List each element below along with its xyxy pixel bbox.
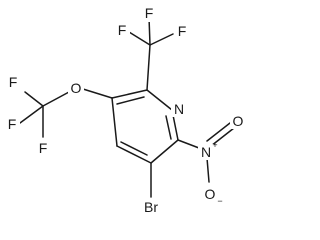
bond-nitro-n-o-bottom — [206, 157, 210, 183]
atom-f1: F — [145, 5, 154, 21]
bond-c4-n — [146, 89, 173, 111]
bond-c6-c1-inner — [120, 141, 148, 156]
bond-c3-c4 — [111, 89, 148, 99]
bond-cf3-f-left — [128, 31, 151, 46]
molecule-drawing: F F F F F F O N N + O O − Br — [7, 5, 244, 215]
atom-oxygen-nitro-bottom: O — [205, 186, 216, 202]
bond-nitro-n-o-top-double — [206, 122, 231, 142]
bond-ocf3-f-top — [24, 91, 44, 107]
bond-cf3-f-right — [149, 33, 174, 46]
atom-nitrogen-ring: N — [174, 101, 184, 117]
atom-f2: F — [118, 22, 127, 38]
atom-oxygen-nitro-top: O — [233, 113, 244, 129]
bond-c3-c4-inner — [116, 96, 145, 105]
charge-nitro-o: − — [217, 196, 222, 206]
bond-c3-o — [82, 88, 113, 99]
atom-oxygen-ether: O — [71, 80, 82, 96]
atom-f5: F — [8, 116, 17, 132]
bond-c5-c6 — [150, 139, 179, 164]
atom-f3: F — [178, 23, 187, 39]
bond-ocf3-f-left — [19, 105, 44, 124]
bond-o-cf3 — [42, 91, 70, 107]
charge-nitro-n: + — [212, 140, 217, 150]
atom-f6: F — [39, 140, 48, 156]
bond-c4-cf3 — [146, 44, 151, 91]
bond-nitro-n-o-top — [210, 127, 235, 147]
bond-c1-c3 — [111, 97, 118, 147]
bond-c5-nitro-n — [177, 139, 200, 149]
atom-f4: F — [9, 74, 18, 90]
structure-diagram: F F F F F F O N N + O O − Br — [7, 5, 244, 215]
atom-nitrogen-nitro: N — [201, 144, 211, 160]
bond-n-c5-inner — [165, 115, 172, 140]
atom-bromine: Br — [144, 199, 158, 215]
bond-c6-c1 — [116, 145, 152, 164]
